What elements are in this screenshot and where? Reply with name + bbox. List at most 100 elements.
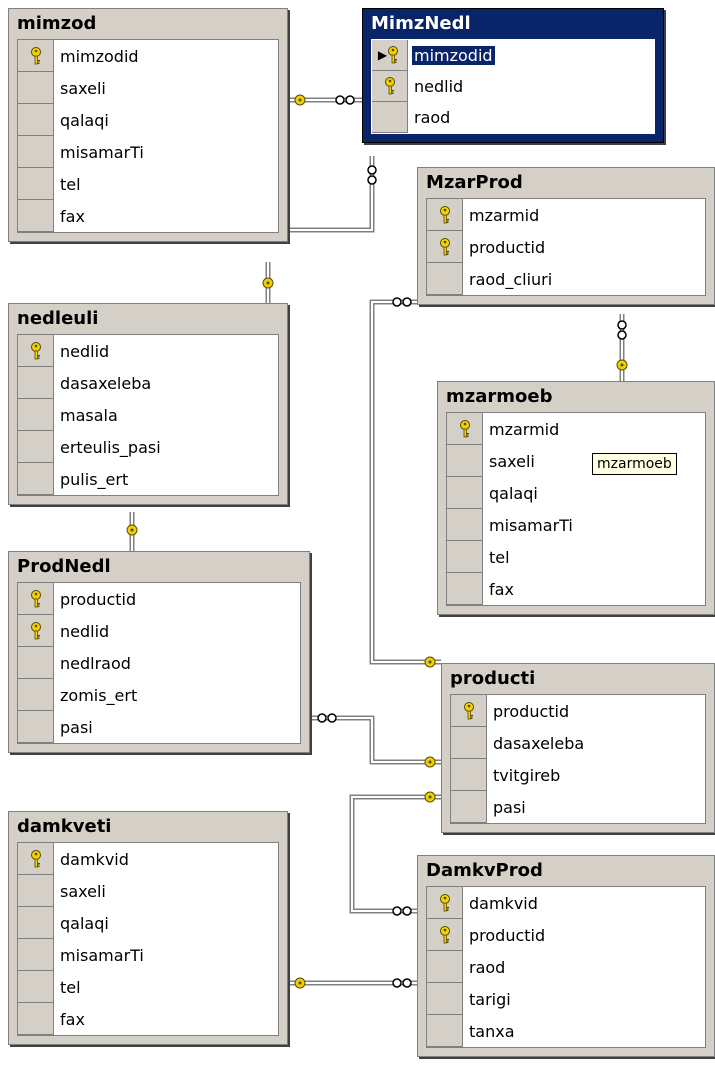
row-selector[interactable] xyxy=(18,104,54,136)
column-row[interactable]: nedlraod xyxy=(18,647,300,679)
column-row[interactable]: fax xyxy=(18,200,278,232)
column-row[interactable]: nedlid xyxy=(372,71,654,102)
column-row[interactable]: masala xyxy=(18,399,278,431)
row-selector[interactable] xyxy=(451,759,487,791)
row-selector[interactable] xyxy=(18,367,54,399)
column-row[interactable]: qalaqi xyxy=(18,104,278,136)
row-selector[interactable] xyxy=(18,647,54,679)
row-selector[interactable] xyxy=(427,1015,463,1047)
table-title[interactable]: mimzod xyxy=(17,13,97,34)
row-selector[interactable] xyxy=(451,791,487,823)
column-row[interactable]: qalaqi xyxy=(447,477,705,509)
column-row[interactable]: saxeli xyxy=(18,875,278,907)
column-row[interactable]: tel xyxy=(18,971,278,1003)
column-row[interactable]: mzarmid xyxy=(447,413,705,445)
table-title[interactable]: mzarmoeb xyxy=(446,386,553,407)
row-selector[interactable] xyxy=(18,843,54,875)
row-selector[interactable] xyxy=(18,200,54,232)
row-selector[interactable] xyxy=(427,231,463,263)
row-selector[interactable] xyxy=(18,971,54,1003)
column-row[interactable]: fax xyxy=(447,573,705,605)
row-selector[interactable] xyxy=(447,509,483,541)
row-selector[interactable] xyxy=(447,477,483,509)
row-selector[interactable] xyxy=(18,875,54,907)
column-row[interactable]: tel xyxy=(447,541,705,573)
row-selector[interactable] xyxy=(18,431,54,463)
row-selector[interactable] xyxy=(18,583,54,615)
table-title[interactable]: ProdNedl xyxy=(17,556,111,577)
row-selector[interactable] xyxy=(18,72,54,104)
row-selector[interactable] xyxy=(18,679,54,711)
table-title[interactable]: MzarProd xyxy=(426,172,523,193)
column-row[interactable]: dasaxeleba xyxy=(451,727,705,759)
column-row[interactable]: ▶mimzodid xyxy=(372,40,654,71)
column-row[interactable]: damkvid xyxy=(427,887,705,919)
row-selector[interactable] xyxy=(18,168,54,200)
row-selector[interactable] xyxy=(427,887,463,919)
table-title[interactable]: nedleuli xyxy=(17,308,99,329)
row-selector[interactable] xyxy=(18,40,54,72)
row-selector[interactable] xyxy=(427,199,463,231)
column-row[interactable]: nedlid xyxy=(18,335,278,367)
column-row[interactable]: mzarmid xyxy=(427,199,705,231)
column-row[interactable]: misamarTi xyxy=(18,136,278,168)
row-selector[interactable] xyxy=(451,695,487,727)
row-selector[interactable] xyxy=(18,399,54,431)
column-row[interactable]: damkvid xyxy=(18,843,278,875)
row-selector[interactable] xyxy=(427,919,463,951)
row-selector[interactable] xyxy=(18,1003,54,1035)
column-row[interactable]: productid xyxy=(451,695,705,727)
column-row[interactable]: productid xyxy=(427,231,705,263)
column-row[interactable]: raod xyxy=(372,102,654,133)
column-row[interactable]: erteulis_pasi xyxy=(18,431,278,463)
table-title[interactable]: MimzNedl xyxy=(371,13,471,34)
row-selector[interactable] xyxy=(447,573,483,605)
column-row[interactable]: productid xyxy=(427,919,705,951)
row-selector[interactable] xyxy=(427,983,463,1015)
column-row[interactable]: misamarTi xyxy=(447,509,705,541)
column-row[interactable]: dasaxeleba xyxy=(18,367,278,399)
row-selector[interactable] xyxy=(372,71,408,102)
table-title[interactable]: damkveti xyxy=(17,816,112,837)
row-selector[interactable]: ▶ xyxy=(372,40,408,71)
row-selector[interactable] xyxy=(18,335,54,367)
column-row[interactable]: tvitgireb xyxy=(451,759,705,791)
row-selector[interactable] xyxy=(18,711,54,743)
column-row[interactable]: saxeli xyxy=(447,445,705,477)
row-selector[interactable] xyxy=(18,907,54,939)
column-row[interactable]: nedlid xyxy=(18,615,300,647)
row-selector[interactable] xyxy=(427,263,463,295)
row-selector[interactable] xyxy=(18,615,54,647)
column-row[interactable]: misamarTi xyxy=(18,939,278,971)
column-row[interactable]: tarigi xyxy=(427,983,705,1015)
table-title[interactable]: DamkvProd xyxy=(426,860,543,881)
column-row[interactable]: qalaqi xyxy=(18,907,278,939)
row-selector[interactable] xyxy=(18,463,54,495)
column-row[interactable]: pasi xyxy=(451,791,705,823)
column-row[interactable]: zomis_ert xyxy=(18,679,300,711)
row-selector[interactable] xyxy=(447,413,483,445)
row-selector[interactable] xyxy=(427,951,463,983)
column-row[interactable]: raod_cliuri xyxy=(427,263,705,295)
row-selector[interactable] xyxy=(451,727,487,759)
column-row[interactable]: saxeli xyxy=(18,72,278,104)
row-selector[interactable] xyxy=(447,445,483,477)
row-selector[interactable] xyxy=(18,136,54,168)
column-row[interactable]: productid xyxy=(18,583,300,615)
column-row[interactable]: fax xyxy=(18,1003,278,1035)
column-row[interactable]: raod xyxy=(427,951,705,983)
column-row[interactable]: mimzodid xyxy=(18,40,278,72)
row-selector[interactable] xyxy=(447,541,483,573)
row-selector[interactable] xyxy=(372,102,408,133)
column-row[interactable]: tel xyxy=(18,168,278,200)
